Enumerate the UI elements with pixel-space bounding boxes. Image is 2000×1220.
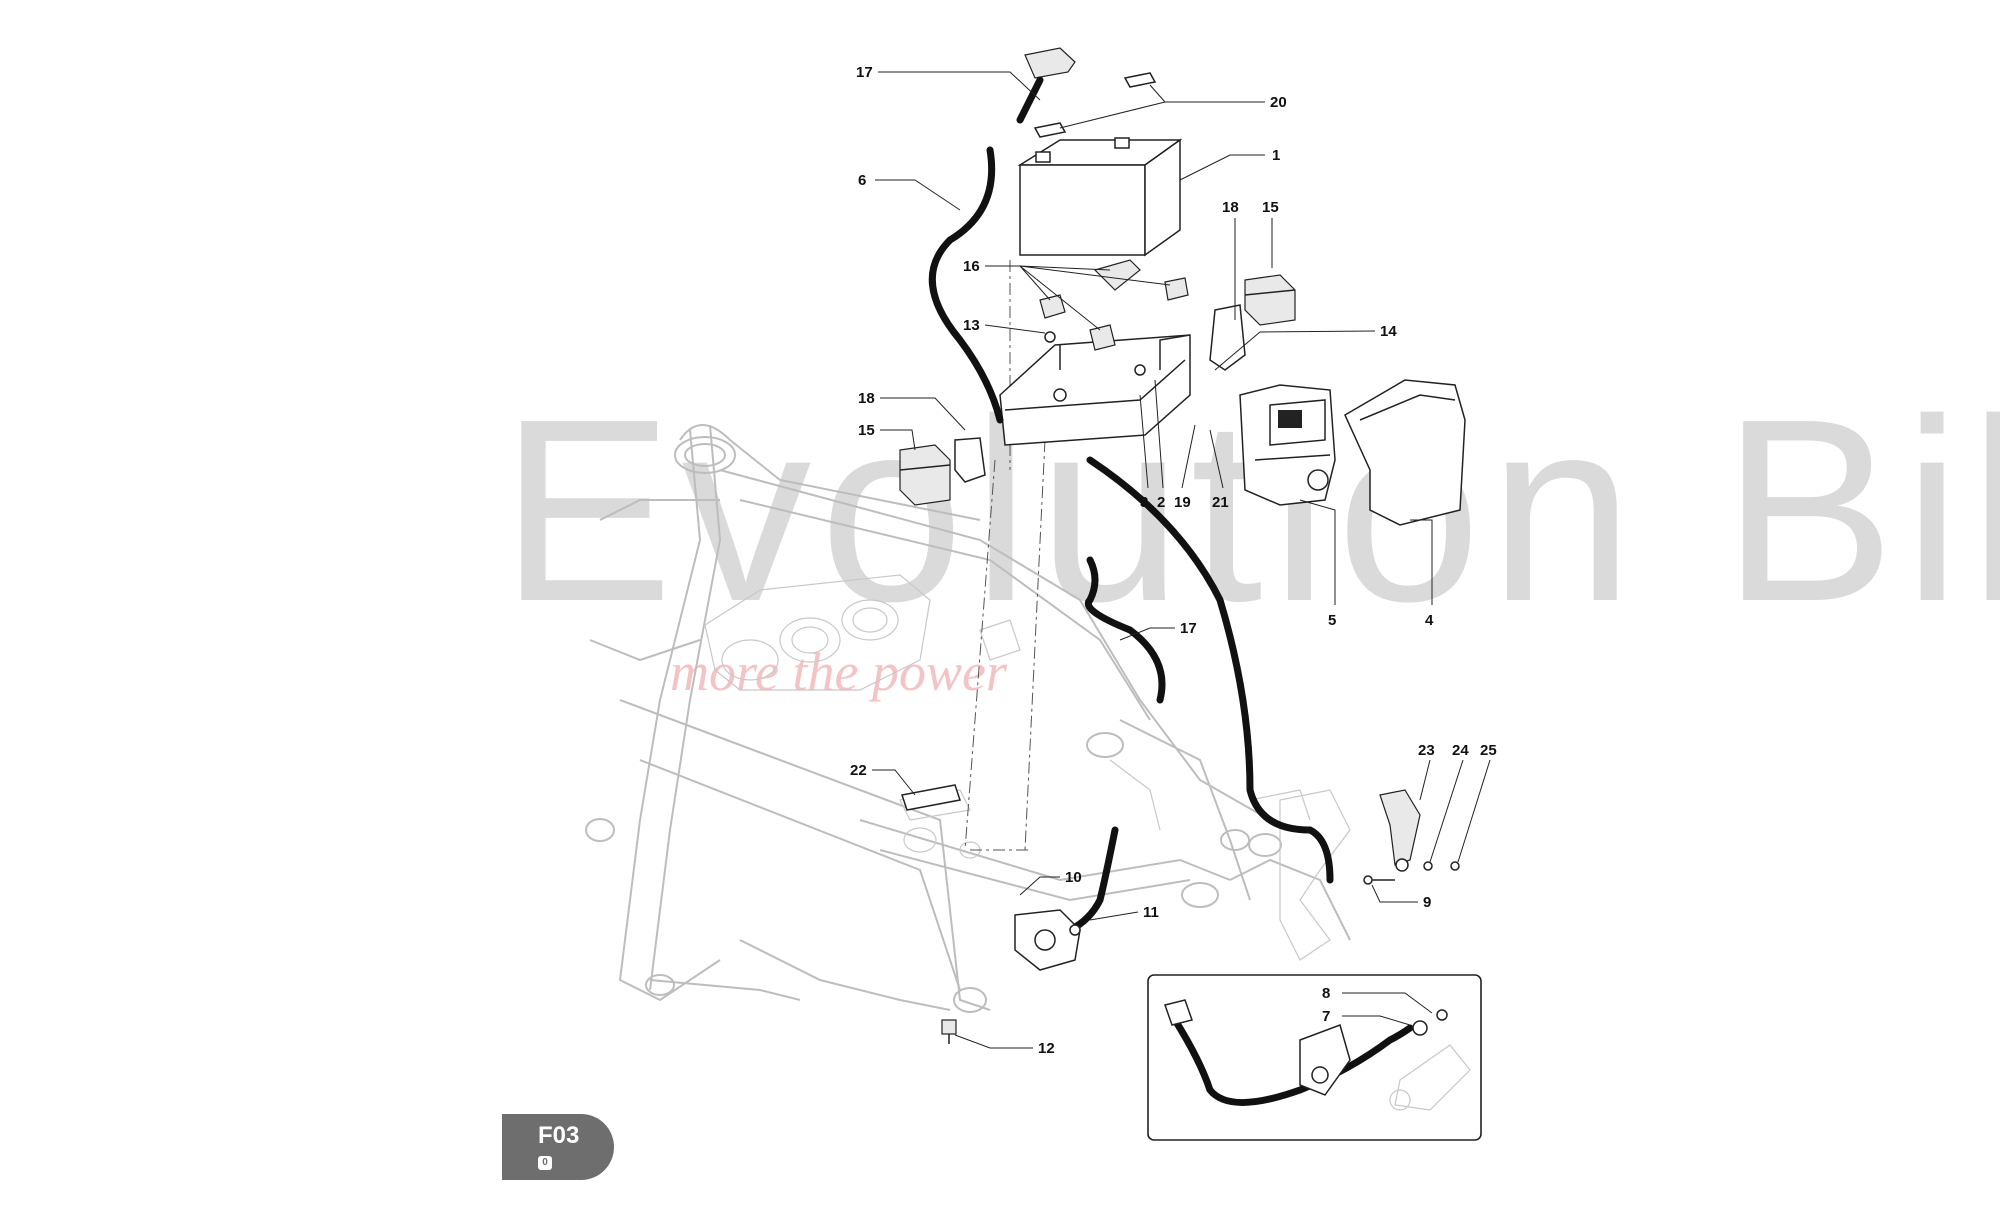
relay-block-right (1209, 274, 1296, 371)
ecu-cover (1344, 379, 1466, 526)
motorcycle-frame (585, 424, 1351, 1013)
callout-18: 18 (1222, 199, 1239, 216)
cable-ground-lower (1066, 826, 1119, 934)
battery (1017, 137, 1183, 257)
relay-block-left (899, 437, 986, 506)
callout-6: 6 (858, 172, 866, 189)
diagram-code: F03 (538, 1122, 580, 1149)
callout-17: 17 (856, 64, 873, 81)
diagram-reference-badge: F03 0 (502, 1114, 614, 1180)
callout-17: 17 (1180, 620, 1197, 637)
callouts: 17 20 1 6 18 15 16 13 14 18 15 3 (850, 64, 1497, 1057)
starter-relay (1014, 909, 1081, 971)
ecu-unit (1239, 384, 1336, 506)
callout-2: 2 (1157, 494, 1165, 511)
label-plate (901, 784, 961, 811)
cable-ground-upper (1084, 556, 1166, 704)
callout-23: 23 (1418, 742, 1435, 759)
callout-21: 21 (1212, 494, 1229, 511)
callout-22: 22 (850, 762, 867, 779)
watermark-tagline-text: more the power (670, 642, 1008, 702)
callout-20: 20 (1270, 94, 1287, 111)
callout-8: 8 (1322, 985, 1330, 1002)
callout-3: 3 (1140, 494, 1148, 511)
wiring-cables (928, 76, 1334, 934)
drain-screw (941, 1019, 957, 1044)
cable-6 (928, 146, 1004, 424)
callout-14: 14 (1380, 323, 1397, 340)
callout-4: 4 (1425, 612, 1434, 629)
callout-12: 12 (1038, 1040, 1055, 1057)
detail-inset (1147, 974, 1482, 1141)
cable-17-lower (1086, 456, 1334, 884)
terminal-covers (1024, 47, 1157, 138)
assembly-axis-lines (964, 260, 1046, 851)
callout-1: 1 (1272, 147, 1280, 164)
callout-24: 24 (1452, 742, 1469, 759)
callout-5: 5 (1328, 612, 1336, 629)
callout-25: 25 (1480, 742, 1497, 759)
rubber-pads (1039, 259, 1189, 351)
callout-15: 15 (858, 422, 875, 439)
callout-13: 13 (963, 317, 980, 334)
callout-10: 10 (1065, 869, 1082, 886)
callout-18: 18 (858, 390, 875, 407)
callout-11: 11 (1143, 904, 1159, 921)
callout-15: 15 (1262, 199, 1279, 216)
callout-16: 16 (963, 258, 980, 275)
cable-17-top (1016, 76, 1044, 124)
callout-7: 7 (1322, 1008, 1330, 1025)
callout-9: 9 (1423, 894, 1431, 911)
callout-19: 19 (1174, 494, 1191, 511)
revision-marker: 0 (538, 1156, 552, 1170)
ground-bracket (1363, 789, 1460, 885)
